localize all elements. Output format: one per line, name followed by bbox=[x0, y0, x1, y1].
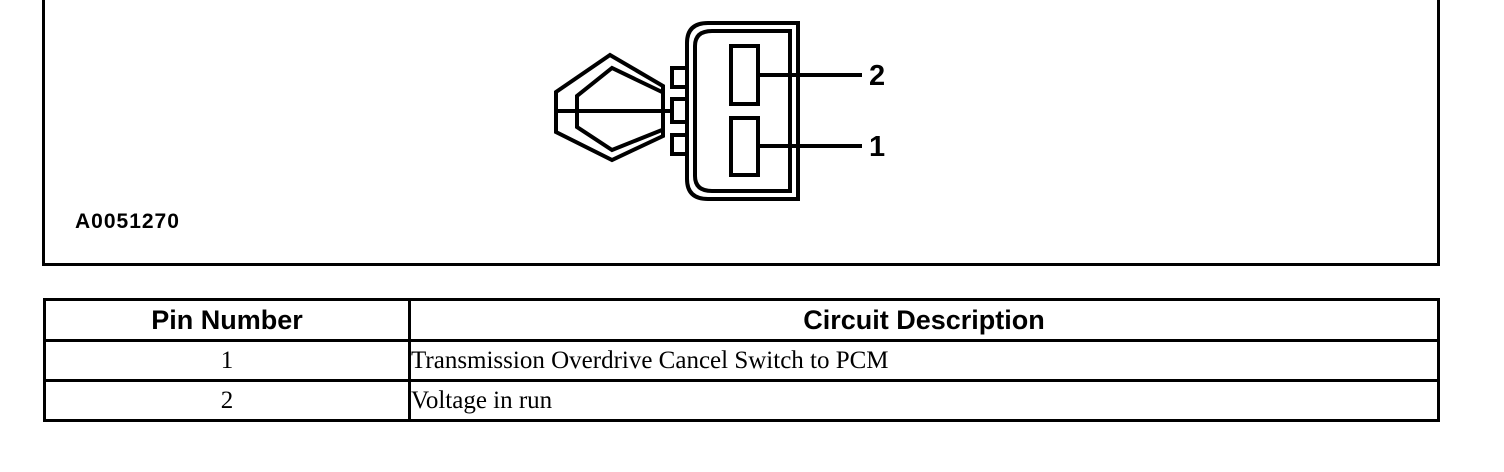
col-header-pin-number: Pin Number bbox=[43, 298, 411, 342]
connector-diagram: 2 1 bbox=[554, 21, 885, 201]
table-header-row: Pin Number Circuit Description bbox=[43, 298, 1440, 342]
cell-pin-number: 2 bbox=[43, 379, 411, 422]
cell-pin-number: 1 bbox=[43, 339, 411, 382]
figure-box: 2 1 A0051270 bbox=[42, 0, 1440, 266]
retainer-inner-outline bbox=[575, 65, 663, 153]
cell-circuit-description: Voltage in run bbox=[408, 379, 1440, 422]
cell-circuit-description: Transmission Overdrive Cancel Switch to … bbox=[408, 339, 1440, 382]
callout-label-1: 1 bbox=[869, 131, 885, 163]
terminal-slot-2 bbox=[729, 44, 760, 106]
connector-body-inner bbox=[693, 29, 792, 193]
retainer-bottom-tab bbox=[670, 133, 689, 156]
callout-label-2: 2 bbox=[869, 60, 885, 92]
retainer-stem bbox=[670, 97, 689, 124]
table-row: 2 Voltage in run bbox=[43, 379, 1440, 422]
terminal-slot-1 bbox=[729, 116, 760, 177]
retainer-top-tab bbox=[670, 66, 689, 89]
figure-id-label: A0051270 bbox=[75, 210, 180, 233]
table-row: 1 Transmission Overdrive Cancel Switch t… bbox=[43, 339, 1440, 382]
col-header-circuit-description: Circuit Description bbox=[408, 298, 1440, 342]
pin-table: Pin Number Circuit Description 1 Transmi… bbox=[43, 298, 1440, 422]
